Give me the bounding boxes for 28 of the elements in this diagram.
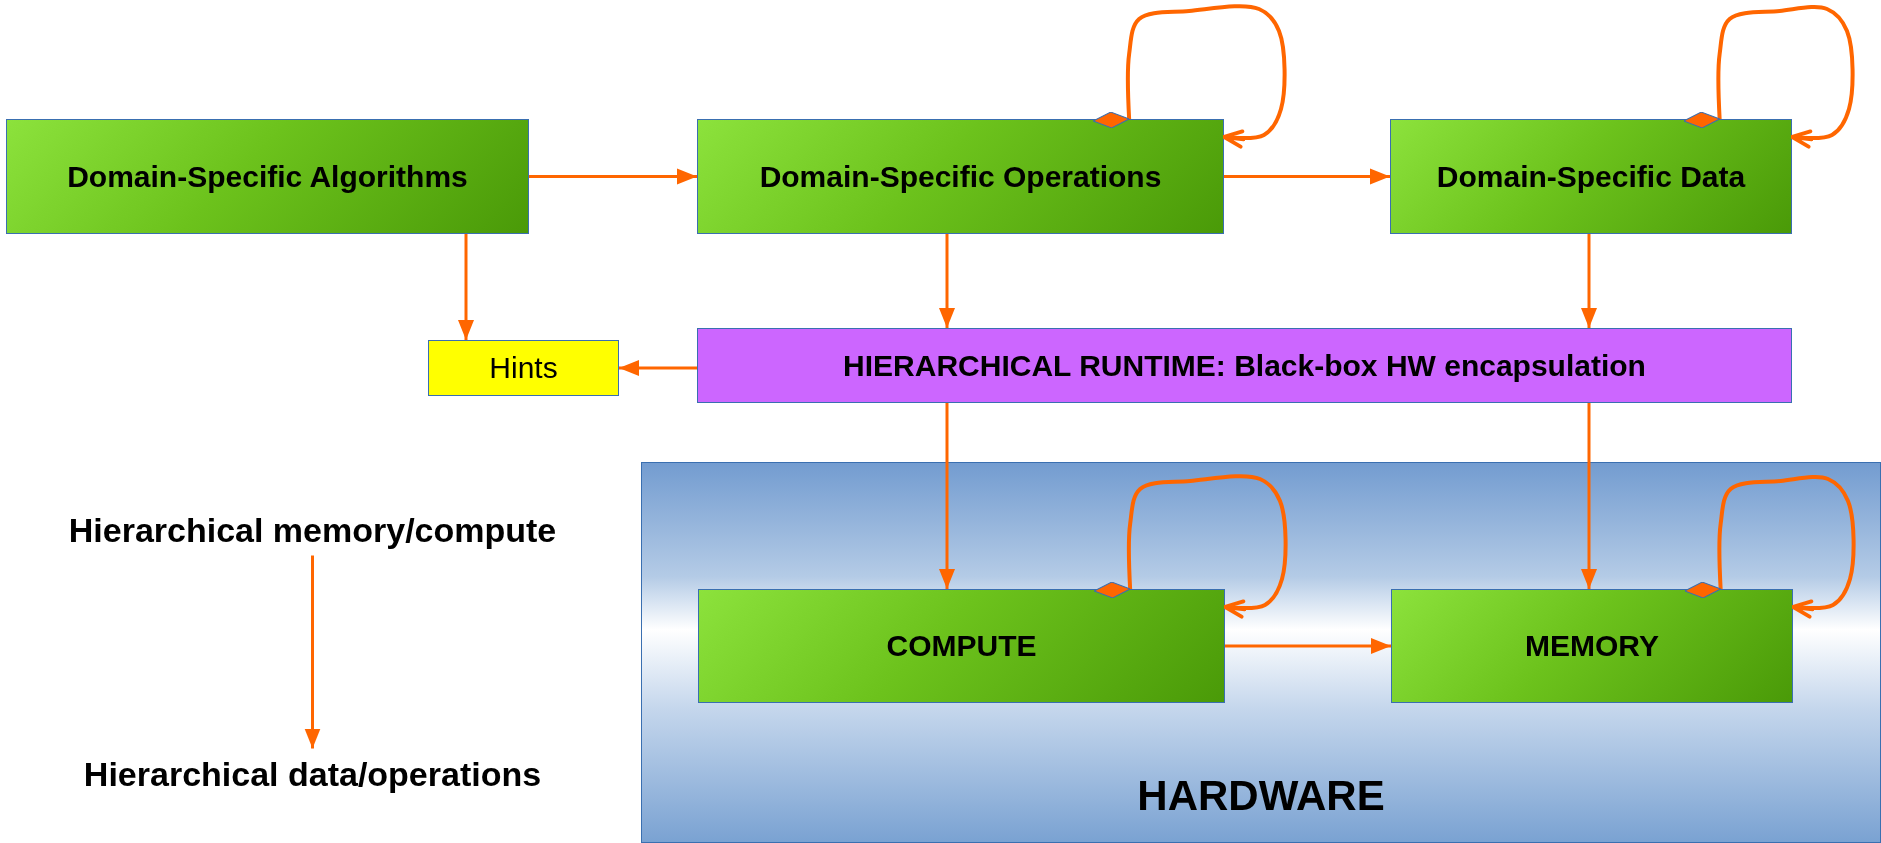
process-box [1391,589,1793,703]
arrow [529,168,697,185]
node-label: Domain-Specific Operations [759,159,1162,194]
node-label: HARDWARE [1137,772,1385,820]
node-label: Domain-Specific Algorithms [67,159,468,194]
process-box [6,119,529,234]
side-label: Hierarchical memory/compute [68,510,557,550]
side-label: Hierarchical data/operations [83,754,542,794]
arrow [458,234,474,340]
process-box [698,589,1225,703]
arrow [1224,168,1390,185]
arrow [619,360,697,376]
arrow [939,234,955,328]
arrow [939,403,955,589]
node-label: COMPUTE [886,629,1037,663]
note-box [428,340,619,396]
node-label: HIERARCHICAL RUNTIME: Black-box HW encapsulation [843,348,1646,383]
runtime-band [697,328,1792,403]
arrow [304,555,321,749]
arrow [1581,234,1597,328]
hardware-panel [641,462,1881,843]
arrow [1581,403,1597,589]
node-label: Hints [489,351,558,385]
process-box [1390,119,1792,234]
node-label: Domain-Specific Data [1436,159,1746,194]
process-box [697,119,1224,234]
arrow [1225,638,1391,654]
node-label: MEMORY [1525,629,1659,663]
